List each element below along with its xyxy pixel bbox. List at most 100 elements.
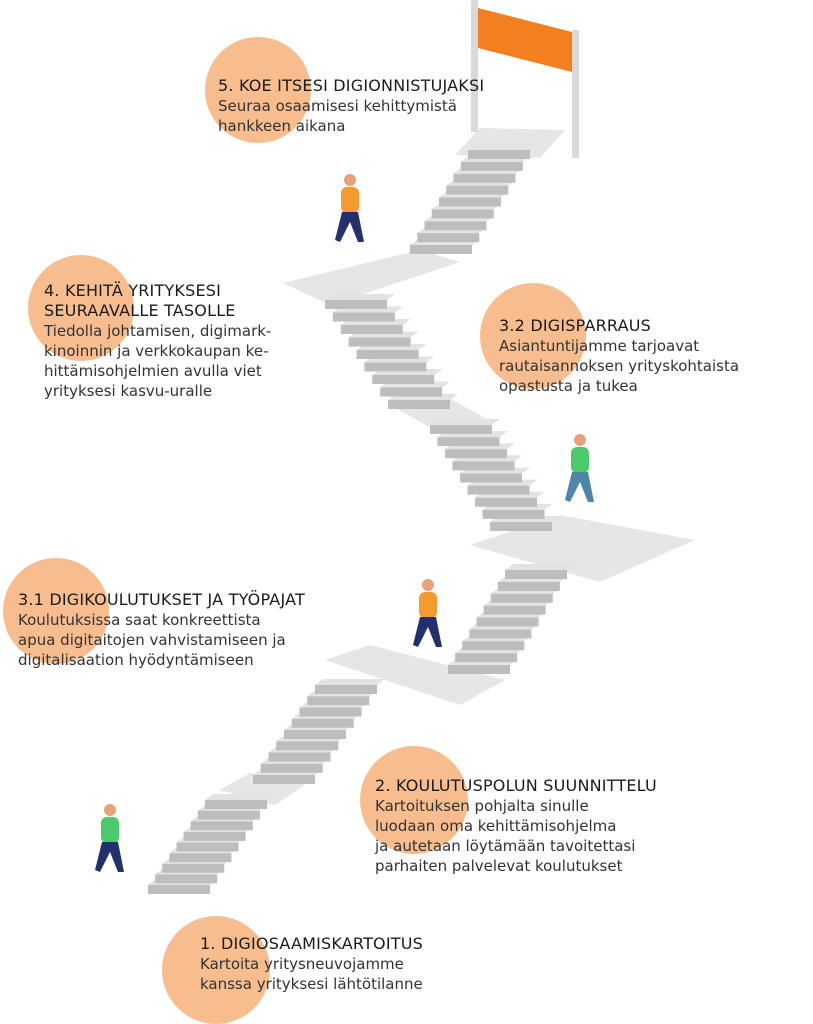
stairs-32-riser <box>467 485 530 495</box>
person-32-head <box>574 434 586 446</box>
step4-line: yrityksesi kasvu-uralle <box>44 382 213 400</box>
step1-circle <box>162 916 270 1024</box>
stairs-5-tread <box>468 144 538 150</box>
step2-line: Kartoituksen pohjalta sinulle <box>375 797 589 815</box>
step2-line: luodaan oma kehittämisohjelma <box>375 817 617 835</box>
step32-circle <box>480 283 586 389</box>
stairs-4-riser <box>364 362 427 372</box>
stairs-31-riser <box>476 617 539 627</box>
flag-pole-right <box>572 30 579 158</box>
stairs-4-riser <box>340 325 403 334</box>
stairs-1-riser <box>197 810 260 820</box>
stairs-1-riser <box>190 821 253 831</box>
stairs-1-riser <box>162 863 225 873</box>
step32-line: Asiantuntijamme tarjoavat <box>499 337 700 355</box>
stairs-5-riser <box>460 161 523 171</box>
stairs-5-riser <box>410 245 472 254</box>
stairs-5-riser <box>417 233 480 243</box>
stairs-32-riser <box>445 449 507 459</box>
stairs-1-riser <box>155 874 218 884</box>
stairs-4-riser <box>332 312 395 322</box>
step2-line: parhaiten palvelevat koulutukset <box>375 857 623 875</box>
stairs-4-riser <box>325 300 387 309</box>
stairs-32-riser <box>482 509 545 519</box>
step32-title: 3.2 DIGISPARRAUS <box>499 316 652 335</box>
step5-line: hankkeen aikana <box>218 117 346 135</box>
step5-title: 5. KOE ITSESI DIGIONNISTUJAKSI <box>218 76 485 95</box>
step31-title: 3.1 DIGIKOULUTUKSET JA TYÖPAJAT <box>18 590 305 609</box>
stairs-31-riser <box>448 665 510 674</box>
step31-line: apua digitaitojen vahvistamiseen ja <box>18 631 286 649</box>
stairs-4-riser <box>356 350 419 359</box>
step1-line: kanssa yrityksesi lähtötilanne <box>200 975 423 993</box>
step4-title: 4. KEHITÄ YRITYKSESI <box>44 281 222 300</box>
stairs-32-riser <box>490 522 552 531</box>
stairs-2-riser <box>299 707 362 717</box>
person-4-head <box>344 174 356 186</box>
step1-title: 1. DIGIOSAAMISKARTOITUS <box>200 934 424 953</box>
person-32-legs <box>565 472 594 502</box>
landing-31 <box>325 645 505 705</box>
stairs-31-riser <box>497 581 560 591</box>
stairs-32-riser <box>475 497 537 507</box>
step31-circle <box>3 558 109 664</box>
stairs-31-riser <box>455 653 518 663</box>
person-4-torso <box>341 187 359 213</box>
stairs-2-riser <box>268 752 331 762</box>
stairs-4-riser <box>388 400 450 409</box>
step31-text: 3.1 DIGIKOULUTUKSET JA TYÖPAJAT Koulutuk… <box>18 590 305 670</box>
stairs-31-riser <box>490 593 553 603</box>
stairs-1-tread <box>205 794 275 800</box>
step5-line: Seuraa osaamisesi kehittymistä <box>218 97 457 115</box>
stairs-5-riser <box>468 150 530 159</box>
step1-line: Kartoita yritysneuvojamme <box>200 955 404 973</box>
landing-32b <box>470 515 695 582</box>
step31-line: digitalisaation hyödyntämiseen <box>18 651 254 669</box>
person-1-torso <box>101 817 119 843</box>
stairs-5-riser <box>446 185 509 195</box>
stairs-1-riser <box>176 842 239 852</box>
stairs-31-riser <box>469 629 532 639</box>
finish-flag <box>478 8 572 72</box>
stairs-5-riser <box>439 197 501 207</box>
stairs-2-tread <box>315 679 385 685</box>
step2-text: 2. KOULUTUSPOLUN SUUNNITTELU Kartoitukse… <box>375 776 657 876</box>
person-31-legs <box>413 617 442 647</box>
stairs-4-riser <box>348 337 411 347</box>
stairs-2-riser <box>291 718 354 728</box>
stairs-2-riser <box>260 763 323 773</box>
step31-line: Koulutuksissa saat konkreettista <box>18 611 261 629</box>
landing-4 <box>283 250 460 305</box>
stairs-31-riser <box>462 641 525 651</box>
step4-line: Tiedolla johtamisen, digimark- <box>44 322 272 340</box>
stairs-2-riser <box>284 730 346 739</box>
stairs-4-riser <box>380 387 443 397</box>
step5-circle <box>205 37 311 143</box>
stairs-31-tread <box>505 564 575 570</box>
step4-title: SEURAAVALLE TASOLLE <box>44 301 236 320</box>
step2-title: 2. KOULUTUSPOLUN SUUNNITTELU <box>375 776 657 795</box>
step4-line: kinoinnin ja verkkokaupan ke- <box>44 342 269 360</box>
stairs-1-riser <box>205 800 267 809</box>
stairs-1-riser <box>169 853 232 863</box>
step32-line: opastusta ja tukea <box>499 377 638 395</box>
step4-circle <box>28 255 134 361</box>
stairs-31-riser <box>505 570 567 579</box>
person-32-torso <box>571 447 589 473</box>
stairs-5-riser <box>453 173 516 183</box>
step32-text: 3.2 DIGISPARRAUS Asiantuntijamme tarjoav… <box>499 316 739 396</box>
step2-line: ja autetaan löytämään tavoitettasi <box>375 837 636 855</box>
person-1-head <box>104 804 116 816</box>
stairs-2-riser <box>307 696 370 706</box>
stairs-5-riser <box>431 209 494 219</box>
stairs-32-riser <box>460 473 522 483</box>
stairs-32-tread <box>430 419 500 425</box>
person-4-legs <box>335 212 364 242</box>
stairs-2-riser <box>253 775 315 784</box>
step1-text: 1. DIGIOSAAMISKARTOITUS Kartoita yritysn… <box>200 934 423 994</box>
stairs-2-riser <box>276 741 339 751</box>
stairs-4-riser <box>372 375 435 384</box>
flag-pole-left <box>471 0 478 132</box>
stairs-32-riser <box>430 425 492 434</box>
